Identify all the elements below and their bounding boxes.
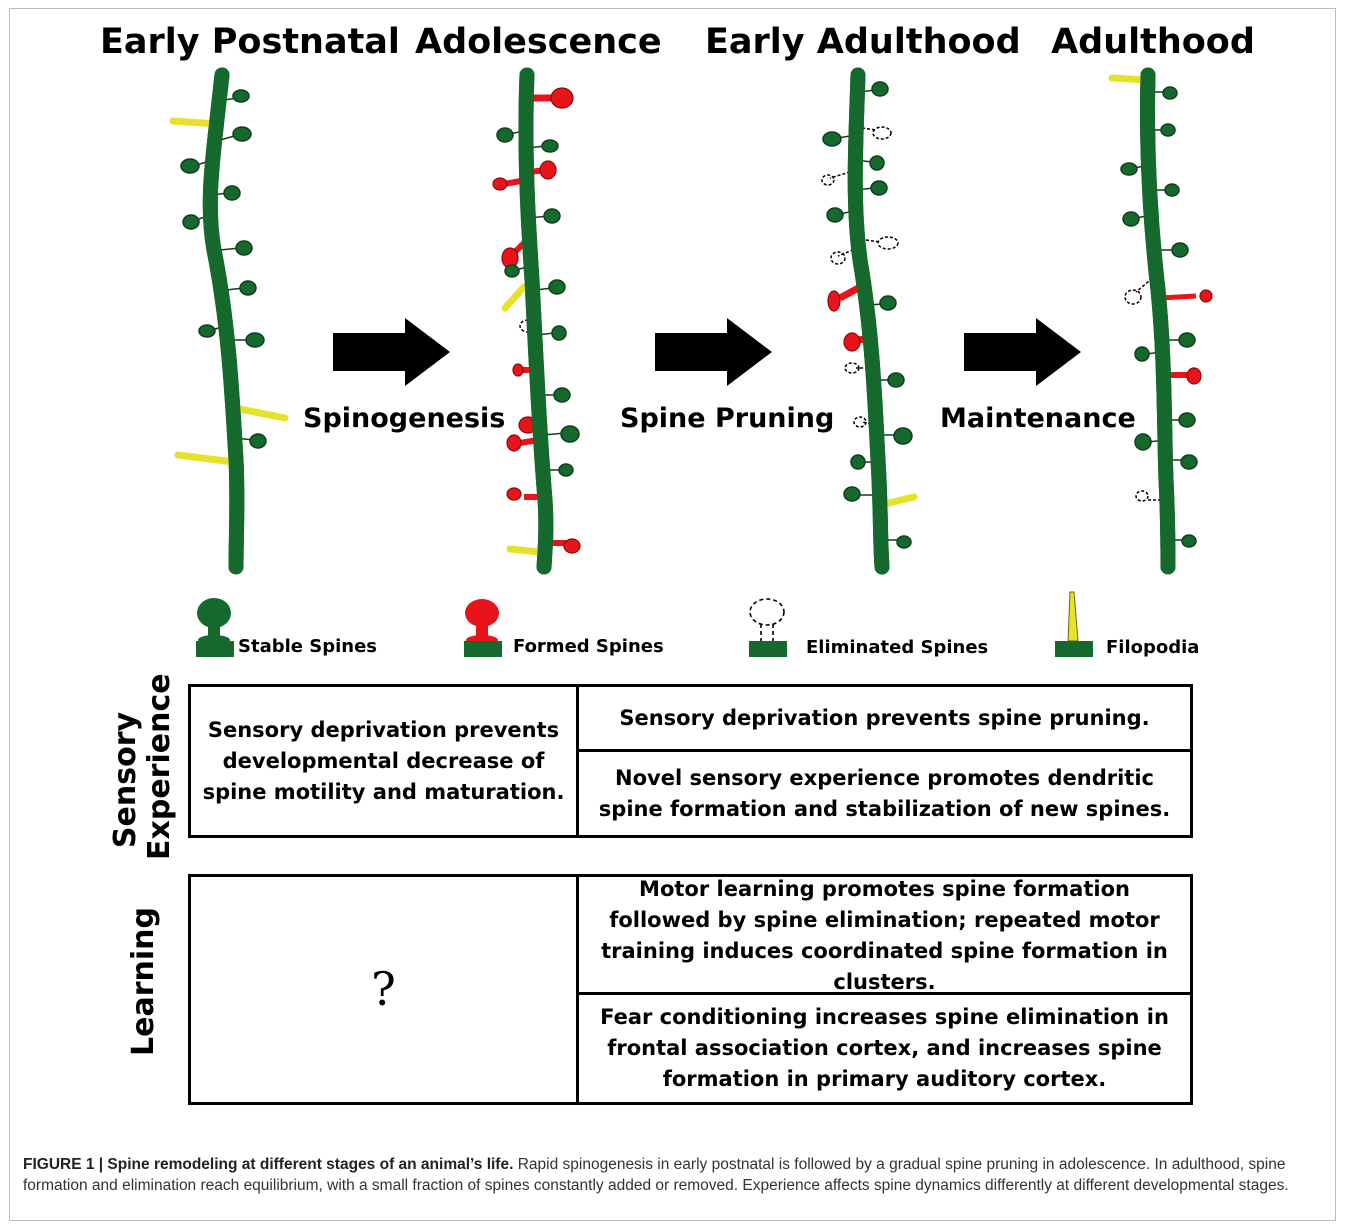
sensory-divider [576,687,579,835]
legend-label-eliminated: Eliminated Spines [806,637,989,658]
question-mark: ? [371,962,396,1016]
arrow-maintenance [964,318,1081,386]
transition-label-spinogenesis: Spinogenesis [303,403,506,434]
sensory-table: Sensory deprivation prevents development… [188,684,1193,838]
side-label-sensory: Sensory [108,711,143,849]
learning-cell-left: ? [191,877,576,1102]
side-label-sensory-experience: Sensory Experience [108,673,185,860]
dendrite-diagram [169,67,1213,657]
learning-divider [576,877,579,1102]
legend-filopodia-icon [1055,591,1093,657]
legend-label-stable: Stable Spines [238,636,377,657]
legend-formed-icon [464,599,502,657]
learning-cell-right-bottom: Fear conditioning increases spine elimin… [600,1005,1169,1091]
learning-row-divider [579,992,1190,995]
learning-table: ? Motor learning promotes spine formatio… [188,874,1193,1105]
legend-stable-icon [196,598,234,657]
caption-title: FIGURE 1 | Spine remodeling at different… [23,1156,514,1173]
stage-title-early-adulthood: Early Adulthood [705,22,1021,62]
transition-label-maintenance: Maintenance [940,403,1136,434]
sensory-cell-left: Sensory deprivation prevents development… [202,717,565,804]
dendrite-early-adulthood [821,67,918,575]
arrow-spine-pruning [655,318,772,386]
legend-eliminated-icon [749,598,787,657]
side-label-experience: Experience [142,673,177,860]
sensory-cell-right-top: Sensory deprivation prevents spine pruni… [619,705,1150,730]
arrow-spinogenesis [333,318,450,386]
dendrite-early-postnatal [169,67,289,575]
dendrite-adulthood [1108,67,1213,575]
side-label-learning: Learning [126,907,161,1056]
figure-caption: FIGURE 1 | Spine remodeling at different… [23,1154,1313,1196]
legend-label-formed: Formed Spines [513,636,664,657]
dendrite-adolescence [492,67,581,575]
sensory-cell-right-bottom: Novel sensory experience promotes dendri… [598,765,1171,821]
stage-title-adolescence: Adolescence [415,22,662,62]
stage-title-adulthood: Adulthood [1051,22,1255,62]
stage-title-early-postnatal: Early Postnatal [100,22,400,62]
figure-frame [9,8,1336,1221]
learning-cell-right-top: Motor learning promotes spine formation … [601,876,1168,994]
caption-text: Rapid spinogenesis in early postnatal is… [23,1156,1289,1194]
transition-label-spine-pruning: Spine Pruning [620,403,835,434]
sensory-row-divider [579,749,1190,752]
legend-label-filopodia: Filopodia [1106,637,1200,658]
